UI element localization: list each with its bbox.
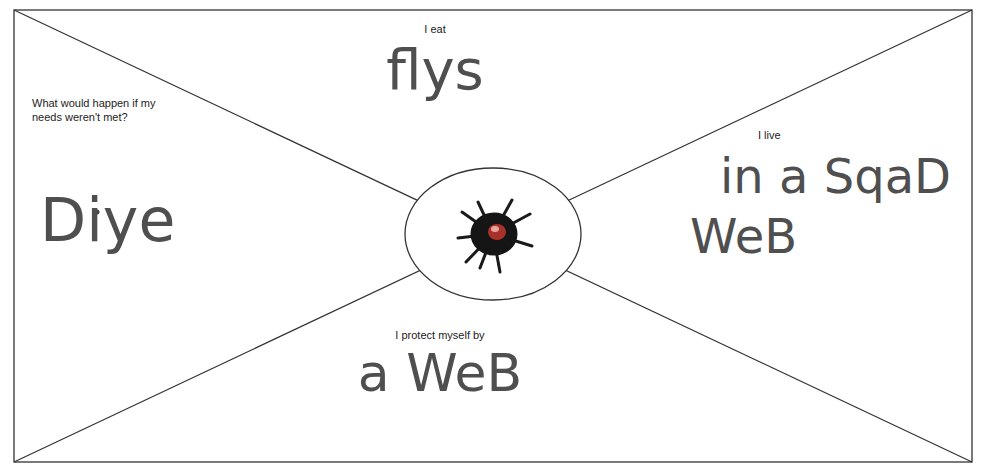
outer-border xyxy=(14,10,972,462)
spider-drawing xyxy=(458,200,532,272)
prompt-label: I protect myself by xyxy=(330,328,550,342)
quadrant-region: I eatflys xyxy=(360,22,510,103)
spider-red-spot xyxy=(488,224,506,240)
prompt-label: I live xyxy=(758,128,952,142)
quadrant-region: I protect myself bya WeB xyxy=(330,328,550,404)
spider-highlight xyxy=(491,226,499,232)
handwritten-answer: Diye xyxy=(40,184,203,256)
prompt-label: I eat xyxy=(360,22,510,36)
diagonal-line xyxy=(14,10,972,462)
diagonal-line xyxy=(14,10,972,462)
picture-oval xyxy=(405,168,581,300)
handwritten-answer: flys xyxy=(360,36,510,103)
handwritten-answer: a WeB xyxy=(330,342,550,404)
quadrant-region: I live in a SqaD WeB xyxy=(690,128,952,266)
spider-body xyxy=(472,214,516,254)
prompt-label: What would happen if my needs weren't me… xyxy=(32,96,160,124)
quadrant-region: What would happen if my needs weren't me… xyxy=(28,96,203,256)
handwritten-answer: in a SqaD WeB xyxy=(690,146,952,266)
